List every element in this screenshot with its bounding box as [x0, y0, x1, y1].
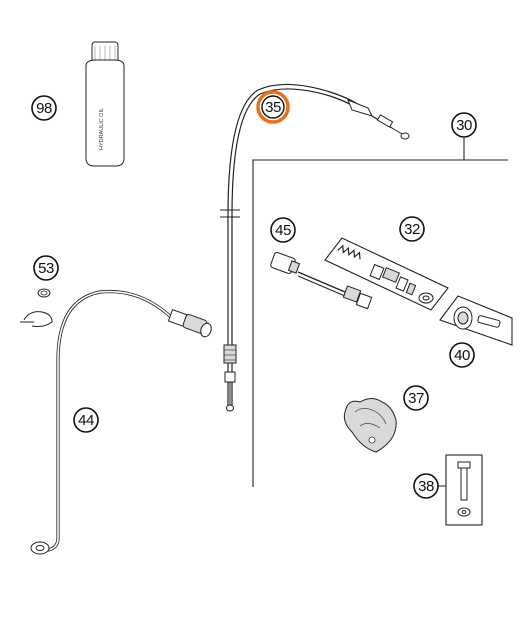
callout-38[interactable]: 38	[413, 473, 446, 499]
clamp-53-body	[23, 311, 53, 327]
kit-40-pin	[477, 315, 501, 328]
protector-37-body	[343, 398, 397, 453]
assembly-group-frame	[252, 138, 508, 487]
cable-upper-fitting	[347, 99, 373, 117]
callout-30-label: 30	[456, 117, 472, 134]
repair-kit-32-frame	[324, 237, 449, 311]
callout-44[interactable]: 44	[73, 407, 99, 433]
callout-30[interactable]: 30	[451, 112, 477, 138]
callout-44-label: 44	[78, 412, 94, 429]
hydraulic-line-44[interactable]	[30, 289, 213, 555]
hydraulic-oil-bottle[interactable]: HYDRAULIC OIL	[85, 41, 125, 167]
callout-32[interactable]: 32	[399, 216, 425, 242]
bolt-head	[457, 461, 471, 469]
repair-kit-40[interactable]	[439, 295, 513, 346]
callout-98-label: 98	[36, 100, 52, 117]
callout-45[interactable]: 45	[270, 217, 296, 243]
cable-sheath-outer	[227, 83, 366, 405]
switch-connector	[342, 285, 362, 303]
callout-37-label: 37	[408, 390, 424, 407]
kit-piston	[369, 263, 385, 281]
callout-37[interactable]: 37	[403, 385, 429, 411]
clutch-cable[interactable]	[220, 83, 410, 412]
bottle-body	[85, 59, 125, 167]
bolt-set-38[interactable]	[445, 454, 483, 526]
cable-lower-nipple	[226, 404, 234, 412]
callout-35-label: 35	[265, 99, 281, 116]
clutch-switch[interactable]	[270, 252, 373, 310]
bolt-set-38-frame	[445, 454, 483, 526]
bolt-shank	[460, 467, 468, 501]
callout-35-highlight	[256, 90, 290, 124]
callout-98[interactable]: 98	[31, 95, 57, 121]
callout-53[interactable]: 53	[33, 255, 59, 281]
switch-wire	[297, 271, 346, 293]
repair-kit-40-frame	[439, 295, 513, 346]
kit-spring	[337, 244, 361, 260]
clamp-53[interactable]	[20, 288, 53, 327]
callout-53-label: 53	[38, 260, 54, 277]
callout-45-label: 45	[275, 222, 291, 239]
bottle-label: HYDRAULIC OIL	[99, 108, 105, 150]
callout-38-label: 38	[418, 478, 434, 495]
cable-lower-fitting	[224, 371, 236, 383]
cable-upper-nipple	[400, 132, 410, 140]
repair-kit-32[interactable]	[324, 237, 449, 311]
assembly-frame-bracket	[252, 159, 508, 487]
callout-40-label: 40	[454, 347, 470, 364]
callout-40[interactable]: 40	[449, 342, 475, 368]
callout-32-label: 32	[404, 221, 420, 238]
callout-35[interactable]: 35	[256, 90, 290, 124]
protector-37[interactable]	[343, 398, 397, 453]
cable-lower-adjuster	[223, 344, 237, 364]
